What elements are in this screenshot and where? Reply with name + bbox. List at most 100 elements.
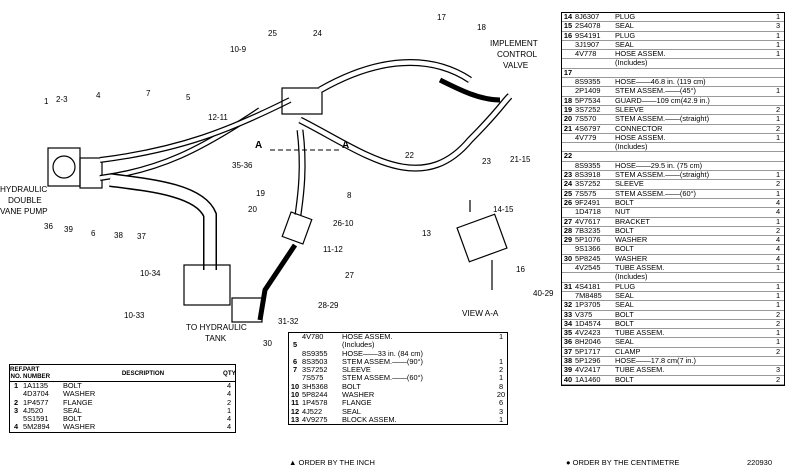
callout: 28-29	[318, 301, 339, 310]
ref-cell	[562, 208, 574, 216]
part-number-cell: 8S9355	[575, 160, 601, 170]
callout: 20	[248, 205, 257, 214]
qty-cell	[772, 273, 784, 281]
description-cell: TUBE ASSEM.	[615, 366, 665, 375]
description-cell: BOLT	[63, 415, 82, 424]
description-cell: HOSE——46.8 in. (119 cm)	[615, 78, 706, 87]
description-cell: BRACKET	[615, 217, 650, 226]
part-number-cell: 4J522	[302, 406, 323, 416]
part-number-cell: 8J6307	[575, 12, 600, 21]
table-row: 5(Includes)	[289, 340, 507, 350]
part-number-cell: 4V7617	[575, 216, 601, 226]
description-cell: BOLT	[615, 319, 634, 328]
ref-cell: 29	[563, 235, 573, 245]
qty-cell	[772, 78, 784, 86]
callout: 1	[44, 97, 49, 106]
valve-label: VALVE	[503, 61, 529, 70]
part-number-cell: 4V779	[575, 132, 597, 142]
part-number-cell: 3H5368	[302, 381, 328, 391]
ref-cell: 3	[13, 405, 19, 415]
part-number-cell: 7M8485	[575, 290, 602, 300]
description-cell: CONNECTOR	[615, 124, 663, 133]
callout: 10-9	[230, 45, 247, 54]
callout: A	[342, 140, 349, 151]
qty-cell: 4	[775, 253, 781, 263]
ref-cell	[562, 41, 574, 49]
callout: 8	[347, 191, 352, 200]
description-cell: BLOCK ASSEM.	[342, 415, 397, 424]
part-number-cell: 8S9355	[575, 77, 601, 87]
part-number-cell: 9S1366	[575, 244, 601, 254]
callout: 26-10	[333, 219, 354, 228]
qty-cell: 1	[775, 281, 781, 291]
ref-cell: 25	[563, 188, 573, 198]
qty-cell: 4	[226, 389, 232, 399]
qty-cell: 1	[775, 114, 781, 124]
ref-cell: 12	[290, 406, 300, 416]
part-number-cell: 4V2423	[575, 328, 601, 338]
part-number-cell: 2P1409	[575, 86, 601, 96]
description-cell: STEM ASSEM.——(straight)	[615, 171, 710, 180]
part-number-cell: 5P1717	[575, 346, 601, 356]
part-number-cell	[574, 69, 615, 77]
description-cell: SLEEVE	[615, 180, 644, 189]
qty-cell	[495, 341, 507, 349]
qty-cell: 4	[226, 422, 232, 432]
ref-cell: 13	[290, 414, 300, 424]
description-cell: PLUG	[615, 13, 636, 21]
qty-cell: 4	[775, 197, 781, 207]
ref-cell: 21	[563, 123, 573, 133]
qty-cell: 1	[775, 39, 781, 49]
qty-cell: 1	[498, 332, 504, 341]
part-number-cell: 3S7252	[575, 179, 601, 189]
description-cell: SEAL	[615, 338, 634, 347]
header-qty: QTY	[223, 369, 236, 377]
description-cell: STEM ASSEM.——(60°)	[615, 189, 696, 198]
ref-cell: 5	[292, 340, 298, 350]
callout: 31-32	[278, 317, 299, 326]
description-cell	[615, 152, 772, 160]
mount-plate	[231, 297, 263, 323]
part-number-cell: 9F2491	[575, 197, 601, 207]
part-number-cell: 5P1076	[575, 235, 601, 245]
description-cell: SEAL	[615, 301, 634, 310]
ref-cell: 7	[292, 365, 298, 375]
part-number-cell: 5P8245	[575, 253, 601, 263]
qty-cell: 1	[775, 328, 781, 338]
ref-cell: 14	[563, 12, 573, 21]
qty-cell: 2	[775, 179, 781, 189]
part-number-cell: 3S7252	[302, 365, 328, 375]
ref-cell: 26	[563, 197, 573, 207]
qty-cell: 1	[775, 300, 781, 310]
ref-cell: 40	[563, 374, 573, 384]
qty-cell: 2	[775, 346, 781, 356]
part-number-cell: 4V780	[302, 332, 324, 341]
description-cell: BOLT	[615, 375, 634, 384]
figure-number: 220930	[747, 458, 773, 467]
description-cell: WASHER	[63, 390, 96, 399]
part-number-cell: 2S4078	[575, 21, 601, 31]
part-number-cell: 1P4578	[302, 398, 328, 408]
description-cell: CLAMP	[615, 347, 641, 356]
qty-cell: 1	[775, 188, 781, 198]
callout: 18	[477, 23, 486, 32]
qty-cell: 1	[775, 216, 781, 226]
description-cell: BOLT	[615, 198, 634, 207]
part-number-cell: 4J520	[23, 405, 44, 415]
description-cell: NUT	[615, 208, 631, 217]
description-cell: SEAL	[615, 40, 634, 49]
ref-cell	[562, 50, 574, 58]
ref-cell	[562, 143, 574, 151]
callout: 36	[44, 222, 53, 231]
description-cell: WASHER	[342, 391, 375, 400]
part-number-cell: V375	[575, 309, 593, 319]
view-aa-block	[456, 213, 508, 263]
bracket	[257, 243, 298, 321]
